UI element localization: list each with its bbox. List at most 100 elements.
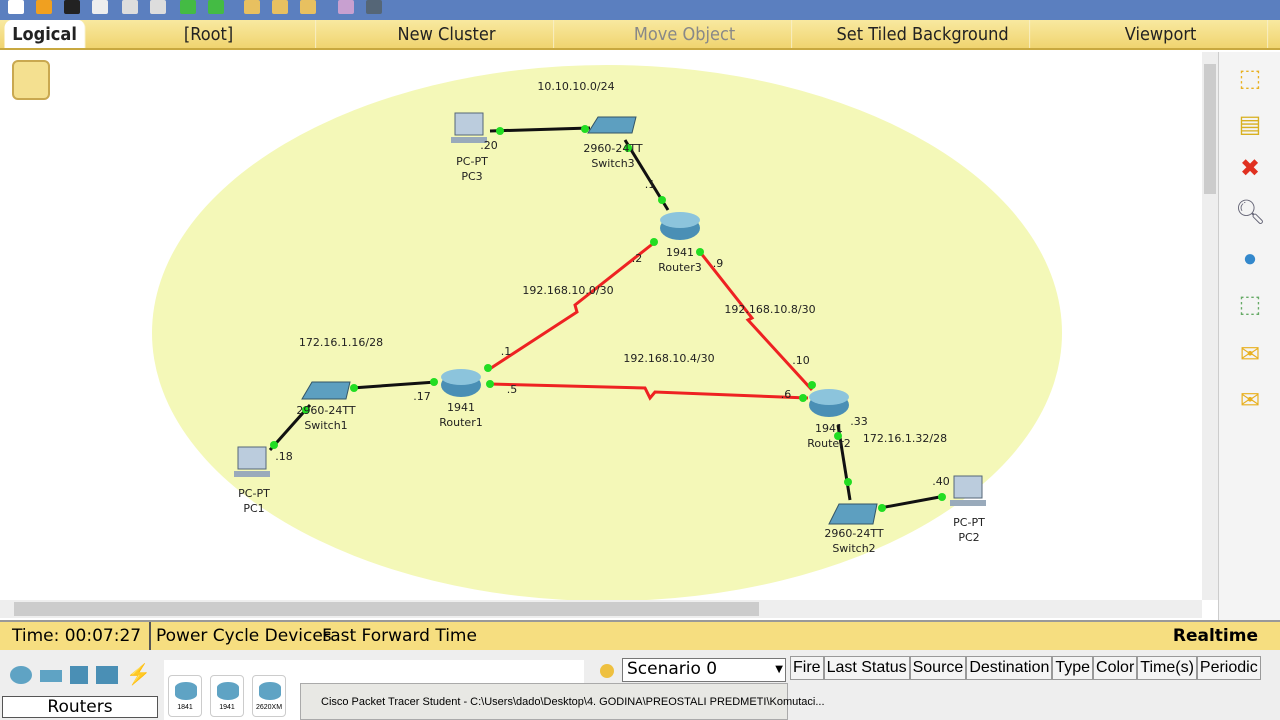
inspect-icon[interactable]: 🔍︎ [1235, 199, 1266, 226]
status-bar: Time: 00:07:27 Power Cycle Devices Fast … [0, 620, 1280, 650]
column-color[interactable]: Color [1093, 656, 1138, 680]
interface-label: .1 [645, 178, 656, 191]
interface-label: .2 [632, 252, 643, 265]
save-icon[interactable] [64, 0, 80, 14]
select-icon[interactable]: ⬚ [1238, 65, 1262, 92]
fast-forward-button[interactable]: Fast Forward Time [322, 626, 477, 646]
network-label: 192.168.10.4/30 [623, 352, 714, 365]
device-name: Switch1 [304, 419, 347, 432]
interface-label: .33 [850, 415, 868, 428]
device-switch1 [301, 381, 351, 400]
device-pc1 [234, 446, 270, 477]
routers-category-icon[interactable] [10, 666, 32, 684]
device-router2 [809, 389, 849, 417]
network-label: 192.168.10.8/30 [724, 303, 815, 316]
tab-logical[interactable]: Logical [4, 20, 86, 48]
power-cycle-button[interactable]: Power Cycle Devices [156, 626, 332, 646]
add-simple-pdu-icon[interactable]: ✉ [1239, 341, 1261, 368]
column-source[interactable]: Source [909, 656, 967, 680]
device-model: 2960-24TT [296, 404, 355, 417]
interface-label: .40 [932, 475, 950, 488]
viewport-button[interactable]: Viewport [1054, 20, 1269, 48]
column-time[interactable]: Time(s) [1137, 656, 1197, 680]
interface-label: .10 [792, 354, 810, 367]
hubs-category-icon[interactable] [70, 666, 88, 684]
device-pc2 [950, 475, 986, 506]
interface-label: .9 [713, 257, 724, 270]
new-cluster-button[interactable]: New Cluster [340, 20, 555, 48]
zoom-in-icon[interactable] [244, 0, 260, 14]
zoom-out-icon[interactable] [300, 0, 316, 14]
link-router1-router3 [487, 240, 656, 372]
add-complex-pdu-icon[interactable]: ✉ [1239, 387, 1261, 414]
bottom-panel: ⚡ Routers 1841 1941 2620XM Scenario 0▼ F… [0, 650, 1280, 720]
resize-icon[interactable]: ⬚ [1238, 291, 1262, 318]
network-label: 172.16.1.16/28 [299, 336, 383, 349]
logical-workspace[interactable]: 10.10.10.0/24 192.168.10.0/30 192.168.10… [0, 52, 1202, 600]
device-switch2 [828, 503, 878, 525]
move-object-button[interactable]: Move Object [578, 20, 793, 48]
horizontal-scrollbar[interactable] [0, 600, 1202, 618]
device-name: PC3 [461, 170, 482, 183]
scenario-select[interactable]: Scenario 0▼ [622, 658, 786, 682]
realtime-mode-tab[interactable]: Realtime [1172, 626, 1258, 646]
open-folder-icon[interactable] [36, 0, 52, 14]
copy-icon[interactable] [122, 0, 138, 14]
network-label: 172.16.1.32/28 [863, 432, 947, 445]
root-button[interactable]: [Root] [102, 20, 317, 48]
device-categories: ⚡ [10, 664, 151, 686]
zoom-reset-icon[interactable] [272, 0, 288, 14]
device-model: 1941 [447, 401, 475, 414]
device-name: PC2 [958, 531, 979, 544]
scenario-value: Scenario 0 [627, 659, 718, 679]
connections-category-icon[interactable]: ⚡ [126, 664, 151, 686]
new-file-icon[interactable] [8, 0, 24, 14]
paste-icon[interactable] [150, 0, 166, 14]
device-router3 [660, 212, 700, 240]
draw-shape-icon[interactable]: ● [1242, 245, 1258, 272]
interface-label: .6 [781, 388, 792, 401]
link-router1-router2 [489, 382, 809, 401]
device-router1 [441, 369, 481, 397]
switches-category-icon[interactable] [40, 670, 62, 682]
custom-devices-icon[interactable] [366, 0, 382, 14]
device-name: Router1 [439, 416, 482, 429]
note-icon[interactable]: ▤ [1238, 111, 1262, 138]
link-pc3-switch3 [489, 126, 591, 133]
device-name: PC1 [243, 502, 264, 515]
column-type[interactable]: Type [1052, 656, 1094, 680]
interface-label: .5 [507, 383, 518, 396]
device-switch3 [587, 116, 637, 134]
interface-label: .17 [413, 390, 431, 403]
print-icon[interactable] [92, 0, 108, 14]
device-name: Router2 [807, 437, 850, 450]
network-label: 10.10.10.0/24 [537, 80, 614, 93]
device-model: 2960-24TT [824, 527, 883, 540]
column-destination[interactable]: Destination [966, 656, 1053, 680]
redo-icon[interactable] [208, 0, 224, 14]
delete-icon[interactable]: ✖ [1239, 155, 1261, 182]
device-name: Switch3 [591, 157, 634, 170]
column-periodic[interactable]: Periodic [1196, 656, 1261, 680]
link-lights [270, 125, 946, 512]
wireless-category-icon[interactable] [96, 666, 118, 684]
category-label: Routers [2, 696, 158, 718]
device-model: PC-PT [456, 155, 488, 168]
logical-view-icon[interactable] [12, 60, 50, 100]
column-last-status[interactable]: Last Status [823, 656, 910, 680]
device-1841[interactable]: 1841 [168, 675, 202, 717]
device-2620xm[interactable]: 2620XM [252, 675, 286, 717]
tooltip-text: Cisco Packet Tracer Student - C:\Users\d… [321, 696, 825, 708]
device-1941[interactable]: 1941 [210, 675, 244, 717]
info-icon [600, 664, 614, 678]
link-router3-router2 [698, 251, 814, 392]
palette-icon[interactable] [338, 0, 354, 14]
device-model: 1941 [666, 246, 694, 259]
vertical-scrollbar[interactable] [1202, 52, 1218, 600]
interface-label: .20 [480, 139, 498, 152]
set-tiled-background-button[interactable]: Set Tiled Background [816, 20, 1031, 48]
column-fire[interactable]: Fire [790, 656, 824, 680]
undo-icon[interactable] [180, 0, 196, 14]
workspace-bar: Logical [Root] New Cluster Move Object S… [0, 20, 1280, 50]
interface-label: .1 [501, 345, 512, 358]
